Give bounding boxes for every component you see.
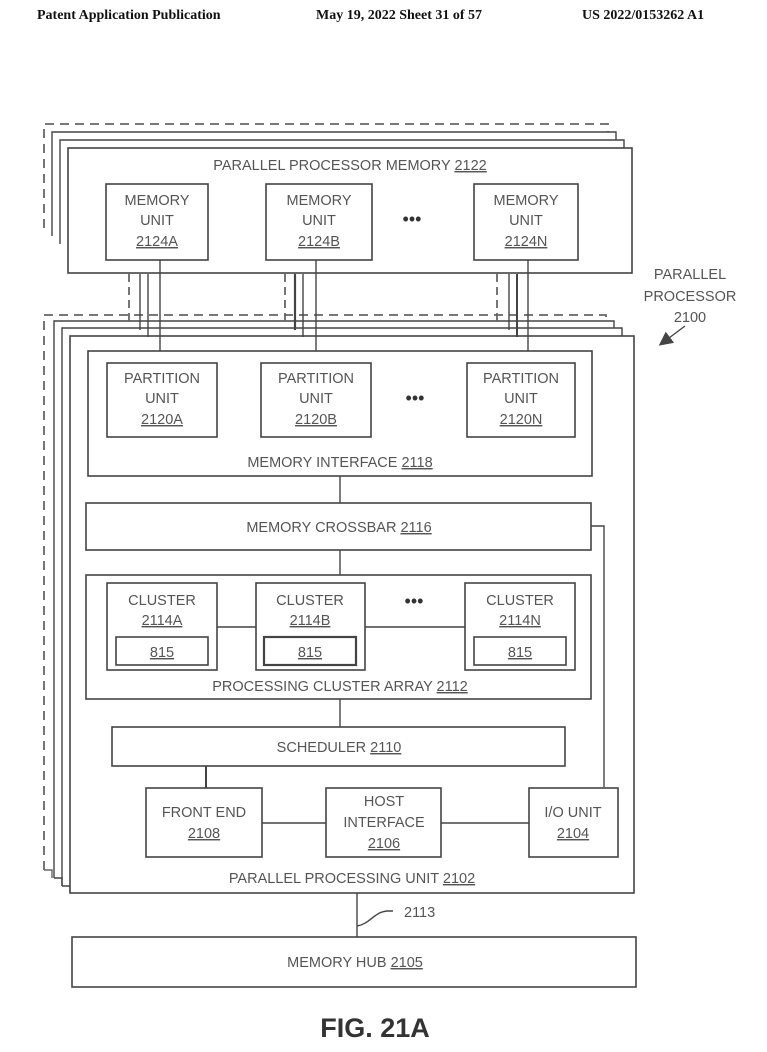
svg-text:2114B: 2114B bbox=[290, 613, 331, 629]
memory-units-ellipsis: ••• bbox=[403, 209, 422, 229]
header-publication-type: Patent Application Publication bbox=[37, 8, 221, 23]
svg-text:PARTITION: PARTITION bbox=[278, 371, 354, 387]
parallel-processor-callout: PARALLEL PROCESSOR 2100 bbox=[644, 267, 737, 346]
svg-text:CLUSTER: CLUSTER bbox=[128, 593, 196, 609]
parallel-processor-arrow bbox=[658, 325, 686, 346]
svg-text:HOST: HOST bbox=[364, 794, 404, 810]
front-end: FRONT END 2108 bbox=[145, 787, 263, 858]
cluster-a-component-815 bbox=[115, 636, 209, 666]
memory-unit-b: MEMORY UNIT 2124B bbox=[265, 183, 373, 261]
svg-text:MEMORY: MEMORY bbox=[494, 193, 559, 209]
svg-text:CLUSTER: CLUSTER bbox=[276, 593, 344, 609]
memory-hub-label: MEMORY HUB 2105 bbox=[287, 955, 423, 971]
memory-stack-layer-2 bbox=[59, 139, 625, 244]
svg-text:UNIT: UNIT bbox=[140, 213, 174, 229]
svg-text:MEMORY: MEMORY bbox=[125, 193, 190, 209]
header-date-sheet: May 19, 2022 Sheet 31 of 57 bbox=[316, 8, 483, 23]
svg-text:INTERFACE: INTERFACE bbox=[343, 815, 425, 831]
cluster-a: CLUSTER 2114A 815 bbox=[106, 582, 218, 671]
svg-text:815: 815 bbox=[508, 645, 532, 661]
svg-text:2124N: 2124N bbox=[505, 234, 548, 250]
svg-text:PARTITION: PARTITION bbox=[483, 371, 559, 387]
svg-text:PROCESSOR: PROCESSOR bbox=[644, 289, 737, 305]
svg-text:815: 815 bbox=[298, 645, 322, 661]
cluster-n-component-815 bbox=[473, 636, 567, 666]
svg-text:PARTITION: PARTITION bbox=[124, 371, 200, 387]
svg-text:2124A: 2124A bbox=[136, 234, 178, 250]
memory-partition-connectors bbox=[128, 260, 529, 363]
svg-text:2120B: 2120B bbox=[295, 412, 337, 428]
cluster-b-component-815 bbox=[262, 635, 358, 667]
parallel-processor-memory-label: PARALLEL PROCESSOR MEMORY 2122 bbox=[213, 158, 486, 174]
bus-2113-label: 2113 bbox=[404, 905, 435, 921]
connector-crossbar-io bbox=[591, 525, 605, 787]
svg-text:2114N: 2114N bbox=[499, 613, 541, 629]
memory-hub-box bbox=[71, 936, 637, 988]
partition-unit-n: PARTITION UNIT 2120N bbox=[466, 362, 576, 438]
svg-text:UNIT: UNIT bbox=[299, 391, 333, 407]
figure-label: FIG. 21A bbox=[320, 1013, 430, 1043]
memory-unit-a: MEMORY UNIT 2124A bbox=[105, 183, 209, 261]
svg-text:MEMORY: MEMORY bbox=[287, 193, 352, 209]
partition-unit-a: PARTITION UNIT 2120A bbox=[106, 362, 218, 438]
partition-unit-b: PARTITION UNIT 2120B bbox=[260, 362, 372, 438]
ppu-stack-dashed-outline bbox=[43, 314, 607, 870]
cluster-b: CLUSTER 2114B 815 bbox=[255, 582, 366, 671]
memory-interface-label: MEMORY INTERFACE 2118 bbox=[247, 455, 432, 471]
partition-units-ellipsis: ••• bbox=[406, 388, 425, 408]
processing-cluster-array-label: PROCESSING CLUSTER ARRAY 2112 bbox=[212, 679, 467, 695]
memory-stack-dashed-outline bbox=[43, 123, 609, 228]
memory-crossbar-box bbox=[85, 502, 592, 551]
svg-text:UNIT: UNIT bbox=[302, 213, 336, 229]
svg-text:2120A: 2120A bbox=[141, 412, 183, 428]
header-patent-number: US 2022/0153262 A1 bbox=[582, 8, 705, 23]
scheduler-label: SCHEDULER 2110 bbox=[277, 740, 402, 756]
scheduler-box bbox=[111, 726, 566, 767]
svg-text:PARALLEL: PARALLEL bbox=[654, 267, 726, 283]
svg-text:2104: 2104 bbox=[557, 826, 589, 842]
memory-unit-n: MEMORY UNIT 2124N bbox=[473, 183, 579, 261]
clusters-ellipsis: ••• bbox=[405, 591, 424, 611]
svg-text:2124B: 2124B bbox=[298, 234, 340, 250]
cluster-n: CLUSTER 2114N 815 bbox=[464, 582, 576, 671]
parallel-processing-unit-label: PARALLEL PROCESSING UNIT 2102 bbox=[229, 871, 475, 887]
bus-2113-leader bbox=[356, 910, 393, 927]
svg-text:2106: 2106 bbox=[368, 836, 400, 852]
svg-text:FRONT END: FRONT END bbox=[162, 805, 246, 821]
svg-text:CLUSTER: CLUSTER bbox=[486, 593, 554, 609]
svg-text:UNIT: UNIT bbox=[145, 391, 179, 407]
svg-text:I/O UNIT: I/O UNIT bbox=[544, 805, 601, 821]
svg-text:2108: 2108 bbox=[188, 826, 220, 842]
memory-crossbar-label: MEMORY CROSSBAR 2116 bbox=[246, 520, 431, 536]
svg-text:2120N: 2120N bbox=[500, 412, 543, 428]
svg-text:2100: 2100 bbox=[674, 310, 706, 326]
svg-text:UNIT: UNIT bbox=[504, 391, 538, 407]
host-interface: HOST INTERFACE 2106 bbox=[325, 787, 442, 858]
svg-text:815: 815 bbox=[150, 645, 174, 661]
io-unit: I/O UNIT 2104 bbox=[528, 787, 619, 858]
svg-text:2114A: 2114A bbox=[142, 613, 183, 629]
svg-text:UNIT: UNIT bbox=[509, 213, 543, 229]
memory-stack-layer-3 bbox=[51, 131, 617, 236]
